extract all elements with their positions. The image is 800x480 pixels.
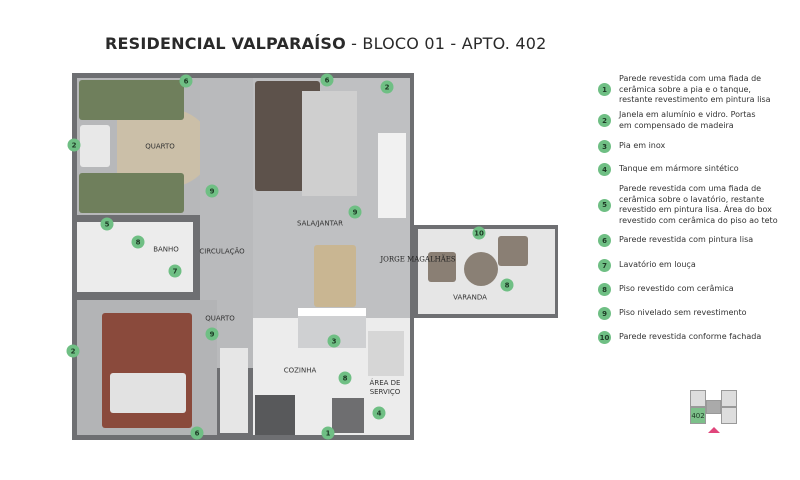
key-unit [690,390,706,407]
dining-table [314,245,356,307]
badge: 5 [100,217,114,231]
round-table [464,252,498,286]
badge: 10 [472,226,486,240]
legend-text: Piso revestido com cerâmica [619,284,734,294]
badge: 9 [348,205,362,219]
legend-item: 1 Parede revestida com uma fiada de cerâm… [598,74,798,106]
armchair [498,236,528,266]
legend-item: 4 Tanque em mármore sintético [598,163,798,176]
legend-text: Tanque em mármore sintético [619,164,739,174]
legend-item: 8 Piso revestido com cerâmica [598,283,798,296]
key-unit [721,407,737,424]
wardrobe [220,348,248,433]
floor-plan: QUARTO SALA/JANTAR BANHO CIRCULAÇÃO QUAR… [72,73,414,440]
page-title: RESIDENCIAL VALPARAÍSO - BLOCO 01 - APTO… [105,34,547,53]
legend-badge: 10 [598,331,611,344]
legend-text: Piso nivelado sem revestimento [619,308,747,318]
room-banho [77,222,193,292]
washing-machine [368,331,404,376]
armchair [428,252,456,282]
label-circulacao: CIRCULAÇÃO [199,247,245,256]
legend-item: 3 Pia em inox [598,140,798,153]
legend-badge: 8 [598,283,611,296]
legend-item: 9 Piso nivelado sem revestimento [598,307,798,320]
bedding [110,373,186,413]
legend-badge: 7 [598,259,611,272]
badge: 9 [205,184,219,198]
badge: 6 [320,73,334,87]
legend-text: Parede revestida com uma fiada de cerâmi… [619,74,771,104]
stove [332,398,364,433]
legend-item: 2 Janela em alumínio e vidro. Portas em c… [598,110,798,131]
label-cozinha: COZINHA [283,366,317,375]
badge: 2 [380,80,394,94]
key-core [706,400,721,414]
label-quarto-2: QUARTO [205,314,235,323]
north-marker-icon [708,427,720,433]
badge: 7 [168,264,182,278]
badge: 8 [338,371,352,385]
label-area-servico: ÁREA DE SERVIÇO [369,379,401,396]
badge: 2 [67,138,81,152]
legend-badge: 3 [598,140,611,153]
badge: 8 [131,235,145,249]
legend-badge: 1 [598,83,611,97]
badge: 2 [66,344,80,358]
label-banho: BANHO [153,245,179,254]
legend-text: Parede revestida com pintura lisa [619,235,754,245]
legend-text: Parede revestida conforme fachada [619,332,762,342]
legend-badge: 4 [598,163,611,176]
badge: 4 [372,406,386,420]
bed [79,80,184,120]
label-varanda: VARANDA [453,293,487,302]
legend-text: Parede revestida com uma fiada de cerâmi… [619,184,778,225]
badge: 1 [321,426,335,440]
badge: 6 [190,426,204,440]
legend-item: 7 Lavatório em louça [598,259,798,272]
label-sala-jantar: SALA/JANTAR [297,219,343,228]
legend-text: Lavatório em louça [619,260,696,270]
legend-badge: 5 [598,198,611,212]
desk [80,125,110,167]
title-bold: RESIDENCIAL VALPARAÍSO [105,34,346,53]
legend-badge: 6 [598,234,611,247]
badge: 3 [327,334,341,348]
legend-item: 10 Parede revestida conforme fachada [598,331,798,344]
carpet [302,91,357,196]
badge: 6 [179,74,193,88]
bed [79,173,184,213]
title-rest: - BLOCO 01 - APTO. 402 [345,34,547,53]
badge: 9 [205,327,219,341]
fridge [255,395,295,435]
legend-item: 6 Parede revestida com pintura lisa [598,234,798,247]
legend-text: Janela em alumínio e vidro. Portas em co… [619,110,756,130]
legend-badge: 9 [598,307,611,320]
watermark: JORGE MAGALHÃES [380,255,456,264]
key-unit-402: 402 [690,407,706,424]
legend-item: 5 Parede revestida com uma fiada de cerâm… [598,184,798,226]
legend-badge: 2 [598,114,611,127]
key-unit [721,390,737,407]
tv-rack [378,133,406,218]
badge: 8 [500,278,514,292]
legend-text: Pia em inox [619,141,666,151]
label-quarto-1: QUARTO [145,142,175,151]
